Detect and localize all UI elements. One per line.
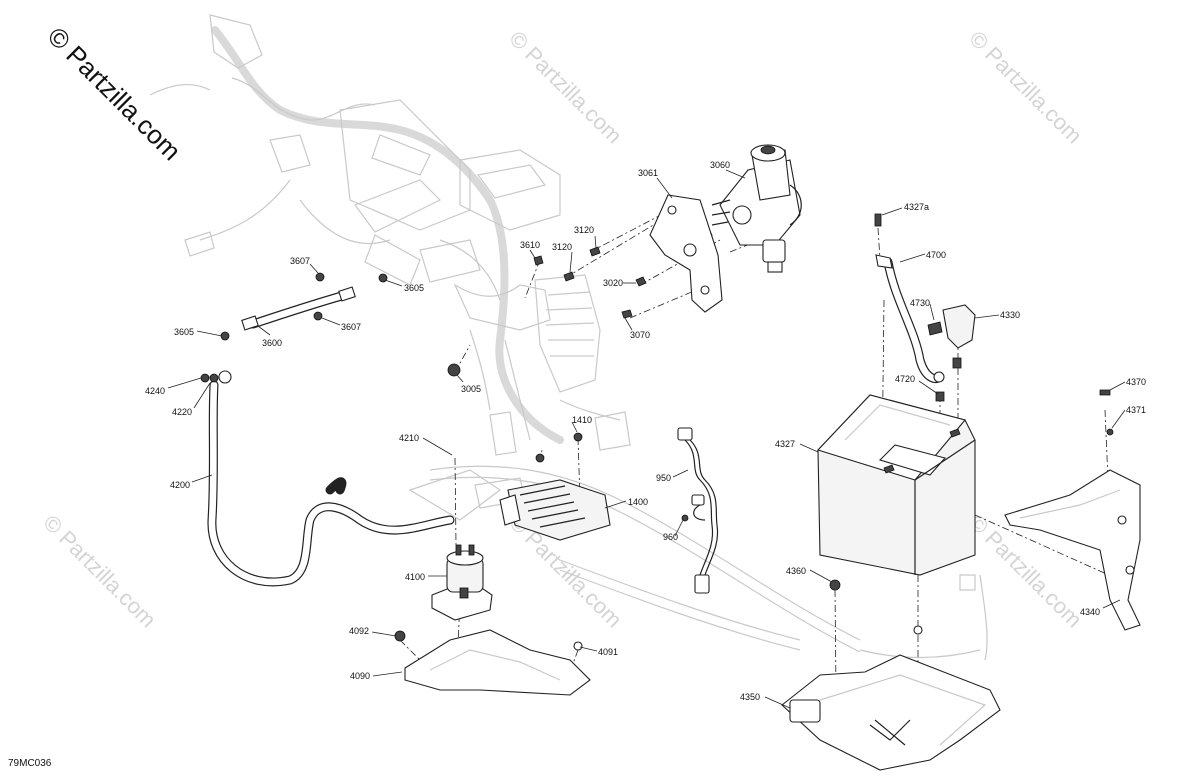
battery-bracket — [1004, 389, 1141, 631]
watermark-main: © Partzilla.com — [42, 21, 187, 166]
battery — [816, 394, 976, 576]
actuator-motor — [703, 144, 802, 273]
label-3020: 3020 — [603, 278, 623, 288]
label-4700: 4700 — [926, 250, 946, 260]
label-3005: 3005 — [461, 384, 481, 394]
solenoid-plate — [394, 629, 591, 696]
label-4330: 4330 — [1000, 310, 1020, 320]
battery-tray — [781, 579, 1001, 771]
label-3605-left: 3605 — [174, 327, 194, 337]
label-3610: 3610 — [520, 240, 540, 250]
label-4092: 4092 — [349, 626, 369, 636]
label-3060: 3060 — [710, 160, 730, 170]
label-4090: 4090 — [350, 671, 370, 681]
label-3061: 3061 — [638, 168, 658, 178]
label-4371: 4371 — [1126, 405, 1146, 415]
starter-solenoid — [431, 544, 493, 621]
drawing-code: 79MC036 — [8, 758, 52, 769]
label-4210: 4210 — [399, 433, 419, 443]
label-4100: 4100 — [405, 572, 425, 582]
label-4220: 4220 — [172, 407, 192, 417]
label-4370: 4370 — [1126, 377, 1146, 387]
battery-cable — [200, 370, 455, 587]
voltage-regulator — [499, 432, 611, 541]
label-3070: 3070 — [630, 330, 650, 340]
label-1400: 1400 — [628, 497, 648, 507]
label-4327a: 4327a — [904, 202, 929, 212]
ground-strap — [220, 272, 388, 341]
label-4360: 4360 — [786, 566, 806, 576]
sub-harness — [677, 427, 719, 594]
label-4327: 4327 — [775, 439, 795, 449]
terminal-cover — [942, 304, 976, 349]
part-labels: 3060 3061 3120 3120 3610 3020 3070 3005 … — [145, 160, 1146, 702]
watermark-top-right: © Partzilla.com — [964, 26, 1087, 149]
positive-battery-cable — [874, 213, 962, 402]
label-960: 960 — [663, 532, 678, 542]
label-950: 950 — [656, 473, 671, 483]
leader-lines — [167, 169, 1126, 709]
label-4200: 4200 — [170, 480, 190, 490]
label-4730: 4730 — [910, 298, 930, 308]
harness-background — [149, 14, 988, 661]
label-3120-lower: 3120 — [552, 242, 572, 252]
label-1410: 1410 — [572, 415, 592, 425]
label-4350: 4350 — [740, 692, 760, 702]
label-3120-upper: 3120 — [574, 225, 594, 235]
label-4720: 4720 — [895, 374, 915, 384]
watermark-top-center: © Partzilla.com — [504, 26, 627, 149]
label-3607-upper: 3607 — [290, 256, 310, 266]
motor-bracket — [649, 194, 723, 313]
label-3607-lower: 3607 — [341, 322, 361, 332]
watermark-bottom-left: © Partzilla.com — [38, 510, 161, 633]
label-4091: 4091 — [598, 647, 618, 657]
bracket-screws — [447, 246, 647, 377]
label-3605-right: 3605 — [404, 283, 424, 293]
label-4240: 4240 — [145, 386, 165, 396]
label-3600: 3600 — [262, 338, 282, 348]
label-4340: 4340 — [1080, 607, 1100, 617]
